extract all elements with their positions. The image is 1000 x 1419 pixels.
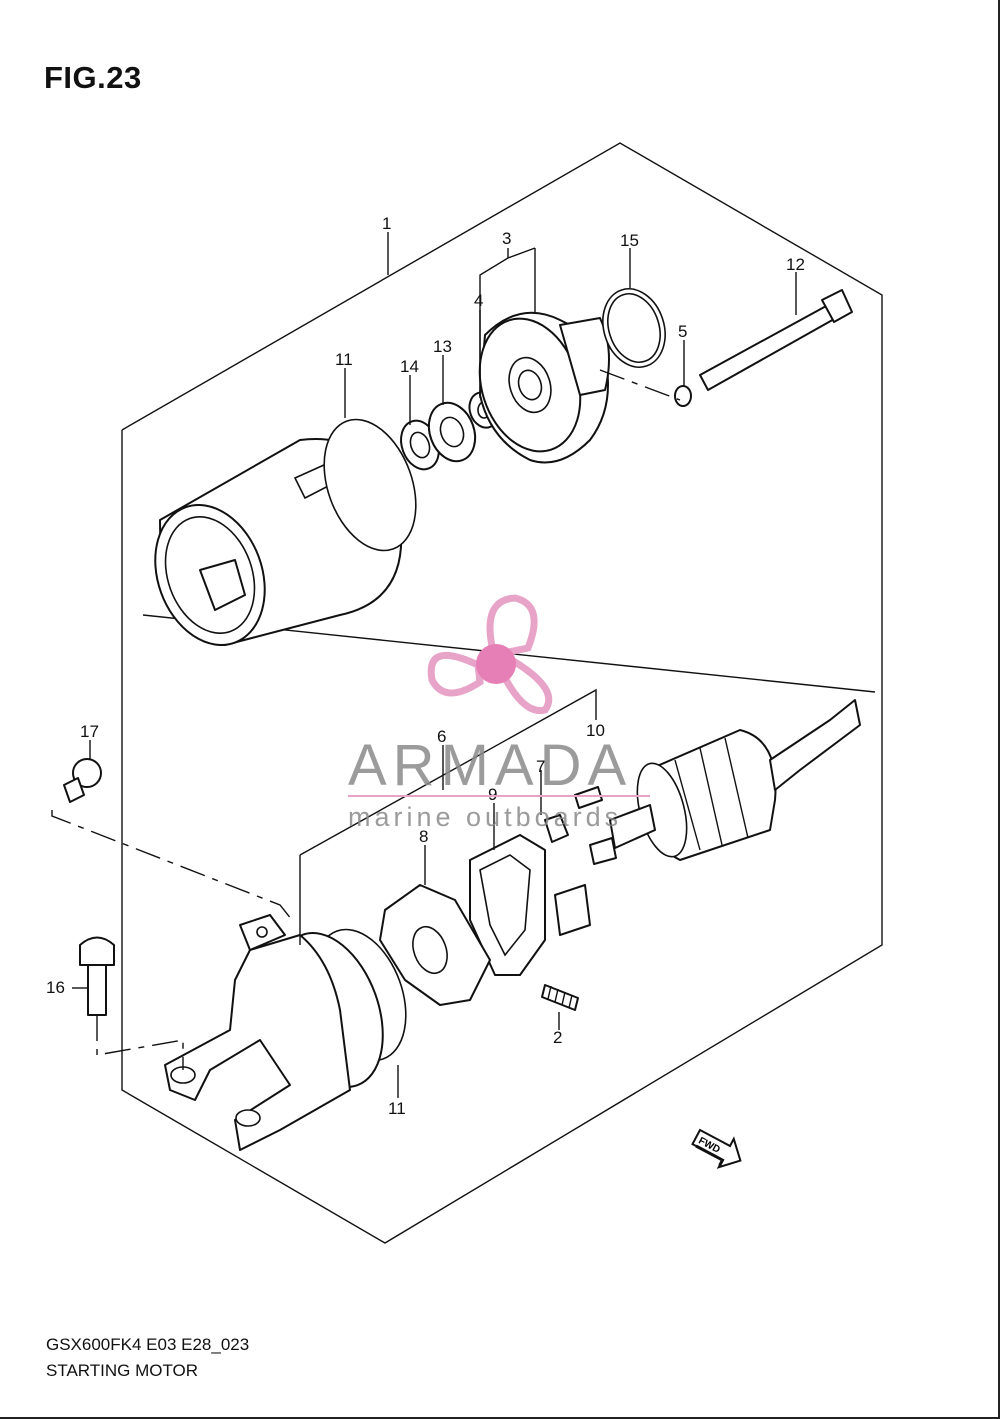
brush-plate-8 (379, 884, 491, 1006)
watermark-name: ARMADA (348, 733, 632, 798)
propeller-icon (427, 594, 553, 715)
callout-13: 13 (433, 337, 452, 356)
callout-5: 5 (678, 322, 687, 341)
o-ring-11-upper (323, 418, 417, 552)
propeller-hub-icon (476, 644, 516, 684)
figure-title: FIG.23 (44, 60, 142, 95)
callout-9: 9 (488, 785, 497, 804)
watermark-subtitle: marine outboards (348, 802, 622, 832)
callout-11-upper: 11 (335, 350, 353, 369)
housing-bracket (164, 914, 384, 1151)
bolt-12-guide (599, 369, 681, 401)
callout-15: 15 (620, 231, 639, 250)
through-bolt-12 (699, 289, 853, 391)
callout-8: 8 (419, 827, 428, 846)
leader-lines (72, 232, 797, 1098)
screw-17 (63, 758, 102, 803)
callout-11-lower: 11 (388, 1099, 406, 1118)
diagram-code: GSX600FK4 E03 E28_023 (46, 1335, 250, 1354)
screw-10 (574, 786, 603, 809)
armada-logo: ARMADA marine outboards (348, 594, 650, 832)
brush-spring-2 (541, 984, 579, 1011)
bolt-16 (79, 936, 115, 1016)
diagram-name: STARTING MOTOR (46, 1361, 199, 1380)
callout-17: 17 (80, 722, 99, 741)
callout-14: 14 (400, 357, 419, 376)
brush-holder-9 (469, 834, 591, 976)
washer-5 (674, 385, 692, 407)
bolt-16-guide (96, 1015, 184, 1070)
brush-7 (544, 814, 569, 843)
callout-10: 10 (586, 721, 605, 740)
diagram-footer: GSX600FK4 E03 E28_023 STARTING MOTOR (46, 1332, 249, 1384)
end-cover-3 (478, 311, 610, 464)
assembly-outline (121, 142, 883, 1244)
screw-17-guide (51, 810, 293, 921)
callout-3: 3 (502, 229, 511, 248)
callout-6: 6 (437, 727, 446, 746)
callout-7: 7 (536, 757, 545, 776)
armature-10 (589, 699, 861, 865)
callout-16: 16 (46, 978, 65, 997)
callout-12: 12 (786, 255, 805, 274)
callout-2: 2 (553, 1028, 562, 1047)
callout-4: 4 (474, 291, 483, 310)
group-10-bracket (299, 688, 597, 856)
callout-1: 1 (382, 214, 391, 233)
fwd-arrow-icon: FWD (691, 1128, 742, 1169)
